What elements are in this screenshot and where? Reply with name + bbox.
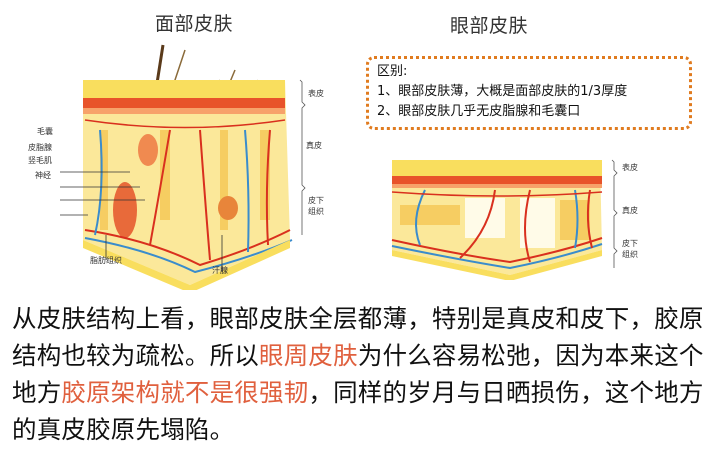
label-sweat-gland: 汗腺 — [212, 266, 228, 275]
eye-skin-diagram: 表皮 真皮 皮下组织 — [380, 150, 700, 281]
highlight-collagen-structure: 胶原架构就不是很强韧 — [61, 378, 309, 407]
face-skin-title: 面部皮肤 — [155, 13, 234, 35]
eye-skin-title: 眼部皮肤 — [450, 15, 529, 37]
paragraph-text-2: 为什么容易松弛，因为本来这个地方 — [12, 341, 704, 407]
eye-label-dermis: 真皮 — [622, 206, 638, 215]
eye-skin-illustration — [391, 159, 618, 281]
note-item-1: 1、眼部皮肤薄，大概是面部皮肤的1/3厚度 — [377, 84, 628, 99]
label-hair-follicle: 毛囊 — [37, 127, 53, 136]
explanation-paragraph: 从皮肤结构上看，眼部皮肤全层都薄，特别是真皮和皮下，胶原结构也较为疏松。所以眼周… — [12, 300, 712, 448]
face-skin-diagram: 毛囊 皮脂腺 竖毛肌 神经 表皮 真皮 皮下组织 脂肪组织 汗腺 — [0, 40, 360, 293]
paragraph-text-3: ，同样的岁月与日晒损伤，这个地方的真皮胶原先塌陷。 — [12, 378, 704, 444]
label-epidermis: 表皮 — [308, 89, 324, 98]
label-fat-tissue: 脂肪组织 — [90, 256, 122, 265]
label-sebaceous-gland: 皮脂腺 — [28, 143, 52, 152]
eye-label-subcutaneous: 皮下组织 — [622, 239, 638, 259]
note-heading: 区别: — [377, 64, 408, 79]
eye-label-epidermis: 表皮 — [622, 163, 638, 172]
note-item-2: 2、眼部皮肤几乎无皮脂腺和毛囊口 — [377, 104, 581, 119]
label-subcutaneous: 皮下组织 — [308, 196, 324, 216]
face-skin-illustration — [60, 44, 306, 293]
label-arrector-pili: 竖毛肌 — [28, 156, 52, 165]
difference-note-box: 区别: 1、眼部皮肤薄，大概是面部皮肤的1/3厚度 2、眼部皮肤几乎无皮脂腺和毛… — [366, 56, 692, 130]
highlight-eye-skin: 眼周皮肤 — [259, 341, 358, 370]
label-dermis: 真皮 — [306, 141, 322, 150]
paragraph-text-1: 从皮肤结构上看，眼部皮肤全层都薄，特别是真皮和皮下，胶原结构也较为疏松。所以 — [12, 304, 704, 370]
label-nerve: 神经 — [35, 171, 51, 180]
